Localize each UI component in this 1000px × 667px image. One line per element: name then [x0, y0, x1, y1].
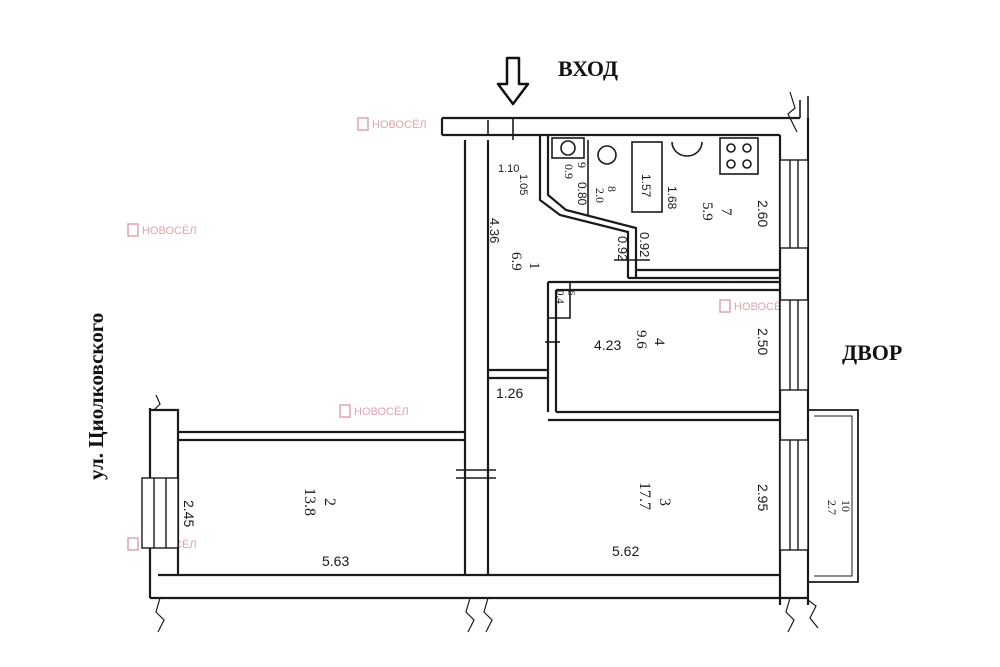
watermark-text: НОВОСЁЛ: [142, 225, 197, 237]
windows-right: [779, 159, 809, 551]
room-2-width: 2.45: [181, 500, 197, 527]
room-9-dim-a: 0.80: [575, 182, 589, 206]
room-1-dim-c: 1.05: [517, 174, 529, 195]
watermark-right: НОВОСЁЛ: [719, 299, 789, 313]
entrance-caption: ВХОД: [558, 56, 618, 81]
room-1-dim-b: 1.10: [498, 163, 519, 175]
room-3-number: 3: [656, 498, 673, 506]
watermark-top-left: НОВОСЁЛ: [357, 117, 427, 131]
room-6-area: 0.4: [554, 290, 566, 304]
corridor-width: 1.26: [496, 385, 523, 401]
room-8-area: 2.0: [593, 188, 607, 203]
sink-icon: [671, 141, 703, 157]
room-10-number: 10: [839, 500, 853, 512]
room-8-dim-a: 1.57: [639, 174, 653, 198]
walls: [148, 91, 819, 633]
balcony: [808, 409, 859, 583]
entrance-arrow: [496, 56, 530, 106]
room-10-area: 2.7: [825, 500, 839, 515]
watermark-text: НОВОСЁЛ: [372, 119, 427, 131]
corridor-dim-b: 0.92: [637, 232, 652, 257]
room-8-number: 8: [605, 186, 619, 192]
watermark-text: НОВОСЁЛ: [354, 406, 409, 418]
room-3-area: 17.7: [636, 482, 653, 510]
room-7-number: 7: [718, 208, 734, 216]
room-7-area: 5.9: [699, 202, 715, 221]
corridor-dim-a: 0.92: [615, 236, 630, 261]
bathtub-icon: [631, 141, 663, 213]
room-2-number: 2: [321, 498, 338, 506]
room-8-dim-b: 1.68: [665, 186, 679, 210]
watermark-center: НОВОСЁЛ: [339, 404, 409, 418]
fixtures: [551, 137, 759, 213]
room-2-length: 5.63: [322, 553, 349, 569]
watermark-text: НОВОСЁЛ: [734, 301, 789, 313]
room-4-length: 4.23: [594, 337, 621, 353]
windows-left: [141, 477, 179, 549]
room-1-area: 6.9: [508, 252, 524, 271]
room-1-dim-a: 4.36: [487, 218, 502, 243]
room-4-width: 2.50: [755, 328, 771, 355]
room-2-area: 13.8: [301, 488, 318, 516]
yard-caption: ДВОР: [842, 340, 902, 365]
toilet-icon: [597, 145, 617, 165]
room-3-width: 2.95: [755, 484, 771, 511]
watermark-left: НОВОСЁЛ: [127, 223, 197, 237]
washbasin-icon: [560, 140, 576, 156]
room-4-number: 4: [651, 338, 667, 346]
door-marks: [456, 118, 650, 479]
room-9-area: 0.9: [562, 164, 576, 179]
room-6-number: 6: [565, 290, 577, 296]
room-3-length: 5.62: [612, 543, 639, 559]
stove-icon: [719, 137, 759, 175]
street-caption: ул. Циолковского: [84, 313, 108, 480]
room-1-number: 1: [526, 262, 542, 270]
room-7-width: 2.60: [755, 200, 771, 227]
room-4-area: 9.6: [633, 330, 649, 349]
room-9-number: 9: [575, 162, 589, 168]
